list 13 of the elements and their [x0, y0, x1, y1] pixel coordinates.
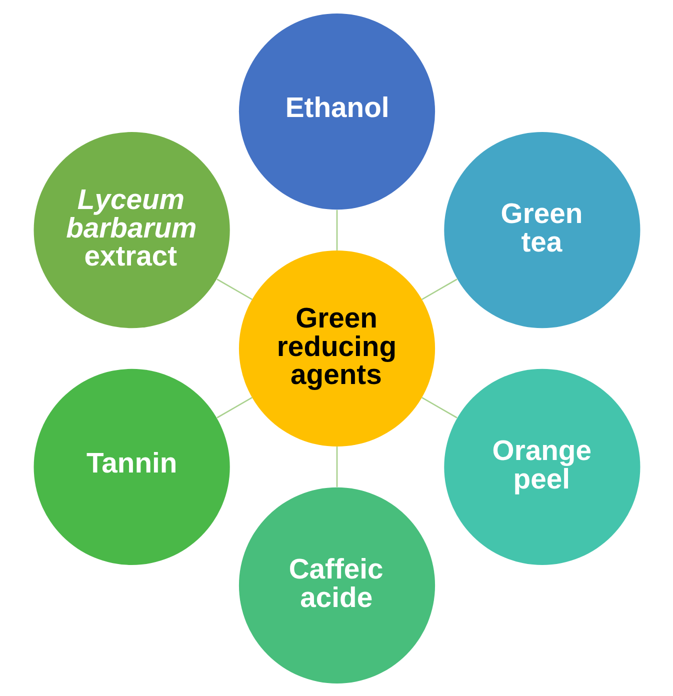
- node-circle: Ethanol: [238, 13, 435, 210]
- node-circle: Green reducing agents: [238, 250, 435, 446]
- node-circle: Tannin: [33, 368, 230, 564]
- connector: [421, 396, 457, 418]
- node-circle: Orange peel: [444, 368, 640, 564]
- node-circle: Caffeic acide: [238, 486, 435, 683]
- connector: [216, 278, 252, 300]
- node-circle: Lyceum barbarum extract: [33, 132, 230, 328]
- node-circle: Green tea: [444, 132, 640, 328]
- connector: [336, 209, 338, 250]
- connector: [421, 278, 457, 300]
- connector: [216, 396, 252, 418]
- connector: [336, 446, 338, 487]
